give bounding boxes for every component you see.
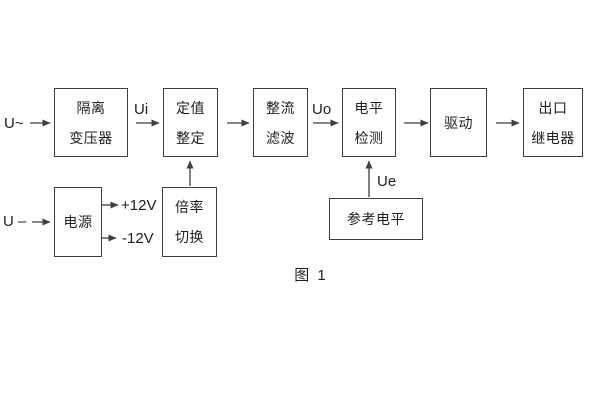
label-u-dc-input: U – <box>3 213 27 230</box>
block-label: 电平 <box>354 99 384 116</box>
block-power-supply: 电源 <box>54 187 102 257</box>
block-label: 电源 <box>63 214 93 230</box>
block-driver: 驱动 <box>430 88 487 157</box>
block-label: 倍率 <box>175 199 204 215</box>
block-setpoint-adjust: 定值 整定 <box>163 88 218 157</box>
block-rectify-filter: 整流 滤波 <box>253 88 308 157</box>
label-u-ac-input: U~ <box>4 115 24 132</box>
block-label: 出口 <box>538 99 568 116</box>
label-minus-12v: -12V <box>122 230 154 247</box>
block-reference-level: 参考电平 <box>329 198 423 240</box>
block-label: 定值 <box>176 99 205 116</box>
block-label: 继电器 <box>531 129 575 146</box>
block-label: 整定 <box>176 129 205 146</box>
block-label: 变压器 <box>69 129 113 146</box>
label-ue-signal: Ue <box>377 173 397 190</box>
block-label: 检测 <box>354 129 384 146</box>
block-ratio-switch: 倍率 切换 <box>162 187 217 257</box>
block-output-relay: 出口 继电器 <box>523 88 583 157</box>
block-label: 隔离 <box>76 99 106 116</box>
block-label: 参考电平 <box>347 211 405 227</box>
block-label: 切换 <box>175 229 204 245</box>
block-label: 驱动 <box>444 114 473 131</box>
block-level-detect: 电平 检测 <box>342 88 396 157</box>
label-uo-signal: Uo <box>312 101 332 118</box>
figure-caption: 图 1 <box>294 267 328 284</box>
block-isolation-transformer: 隔离 变压器 <box>54 88 128 157</box>
label-ui-signal: Ui <box>134 101 149 118</box>
block-label: 整流 <box>266 99 295 116</box>
label-plus-12v: +12V <box>121 197 157 214</box>
block-label: 滤波 <box>266 129 295 146</box>
